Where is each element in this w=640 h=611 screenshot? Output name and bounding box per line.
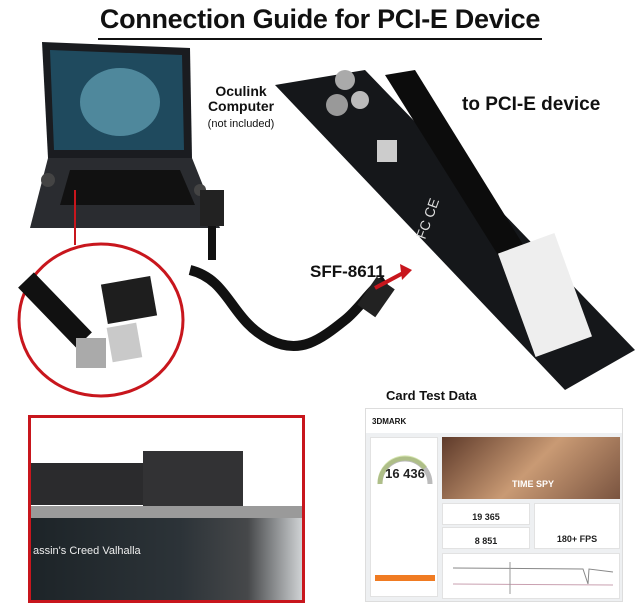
cpu-score-panel: 8 851 <box>442 527 530 549</box>
graphics-score-panel: 19 365 <box>442 503 530 525</box>
pcie-adapter-board-image: FC CE <box>275 70 635 390</box>
fps-estimate: 180+ FPS <box>556 534 598 544</box>
cable-closeup-image <box>17 242 185 398</box>
card-test-label: Card Test Data <box>386 388 477 403</box>
test-name: TIME SPY <box>512 479 555 489</box>
fps-panel: 180+ FPS <box>534 503 620 549</box>
monitoring-chart <box>442 553 620 599</box>
cable-image <box>31 463 146 505</box>
time-spy-banner: TIME SPY <box>442 437 620 499</box>
computer-label: Oculink Computer (not included) <box>186 84 296 132</box>
oculink-port-image <box>143 451 243 509</box>
benchmark-screenshot: 3DMARK 16 436 TIME SPY 19 365 8 851 180+… <box>365 408 623 602</box>
benchmark-header: 3DMARK <box>366 409 622 433</box>
game-screen-image: assin's Creed Valhalla <box>31 518 302 600</box>
computer-label-text: Oculink Computer <box>207 83 275 114</box>
laptop-edge <box>31 506 302 518</box>
score-panel: 16 436 <box>370 437 438 597</box>
connector-closeup-panel: assin's Creed Valhalla <box>28 415 305 603</box>
cables <box>74 190 412 352</box>
app-logo: 3DMARK <box>372 417 407 426</box>
connector-label: SFF-8611 <box>310 262 385 281</box>
monitoring-lines <box>452 562 614 594</box>
title-underline <box>98 38 542 40</box>
laptop-image <box>30 42 220 228</box>
computer-note: (not included) <box>207 118 275 130</box>
game-title: assin's Creed Valhalla <box>33 545 141 557</box>
overall-score: 16 436 <box>385 466 425 481</box>
pcie-device-label: to PCI-E device <box>462 94 601 115</box>
cpu-score: 8 851 <box>474 536 498 546</box>
graphics-score: 19 365 <box>472 512 500 522</box>
score-gauge <box>377 455 433 485</box>
orange-button[interactable] <box>375 575 435 581</box>
page-title: Connection Guide for PCI-E Device <box>99 4 541 34</box>
